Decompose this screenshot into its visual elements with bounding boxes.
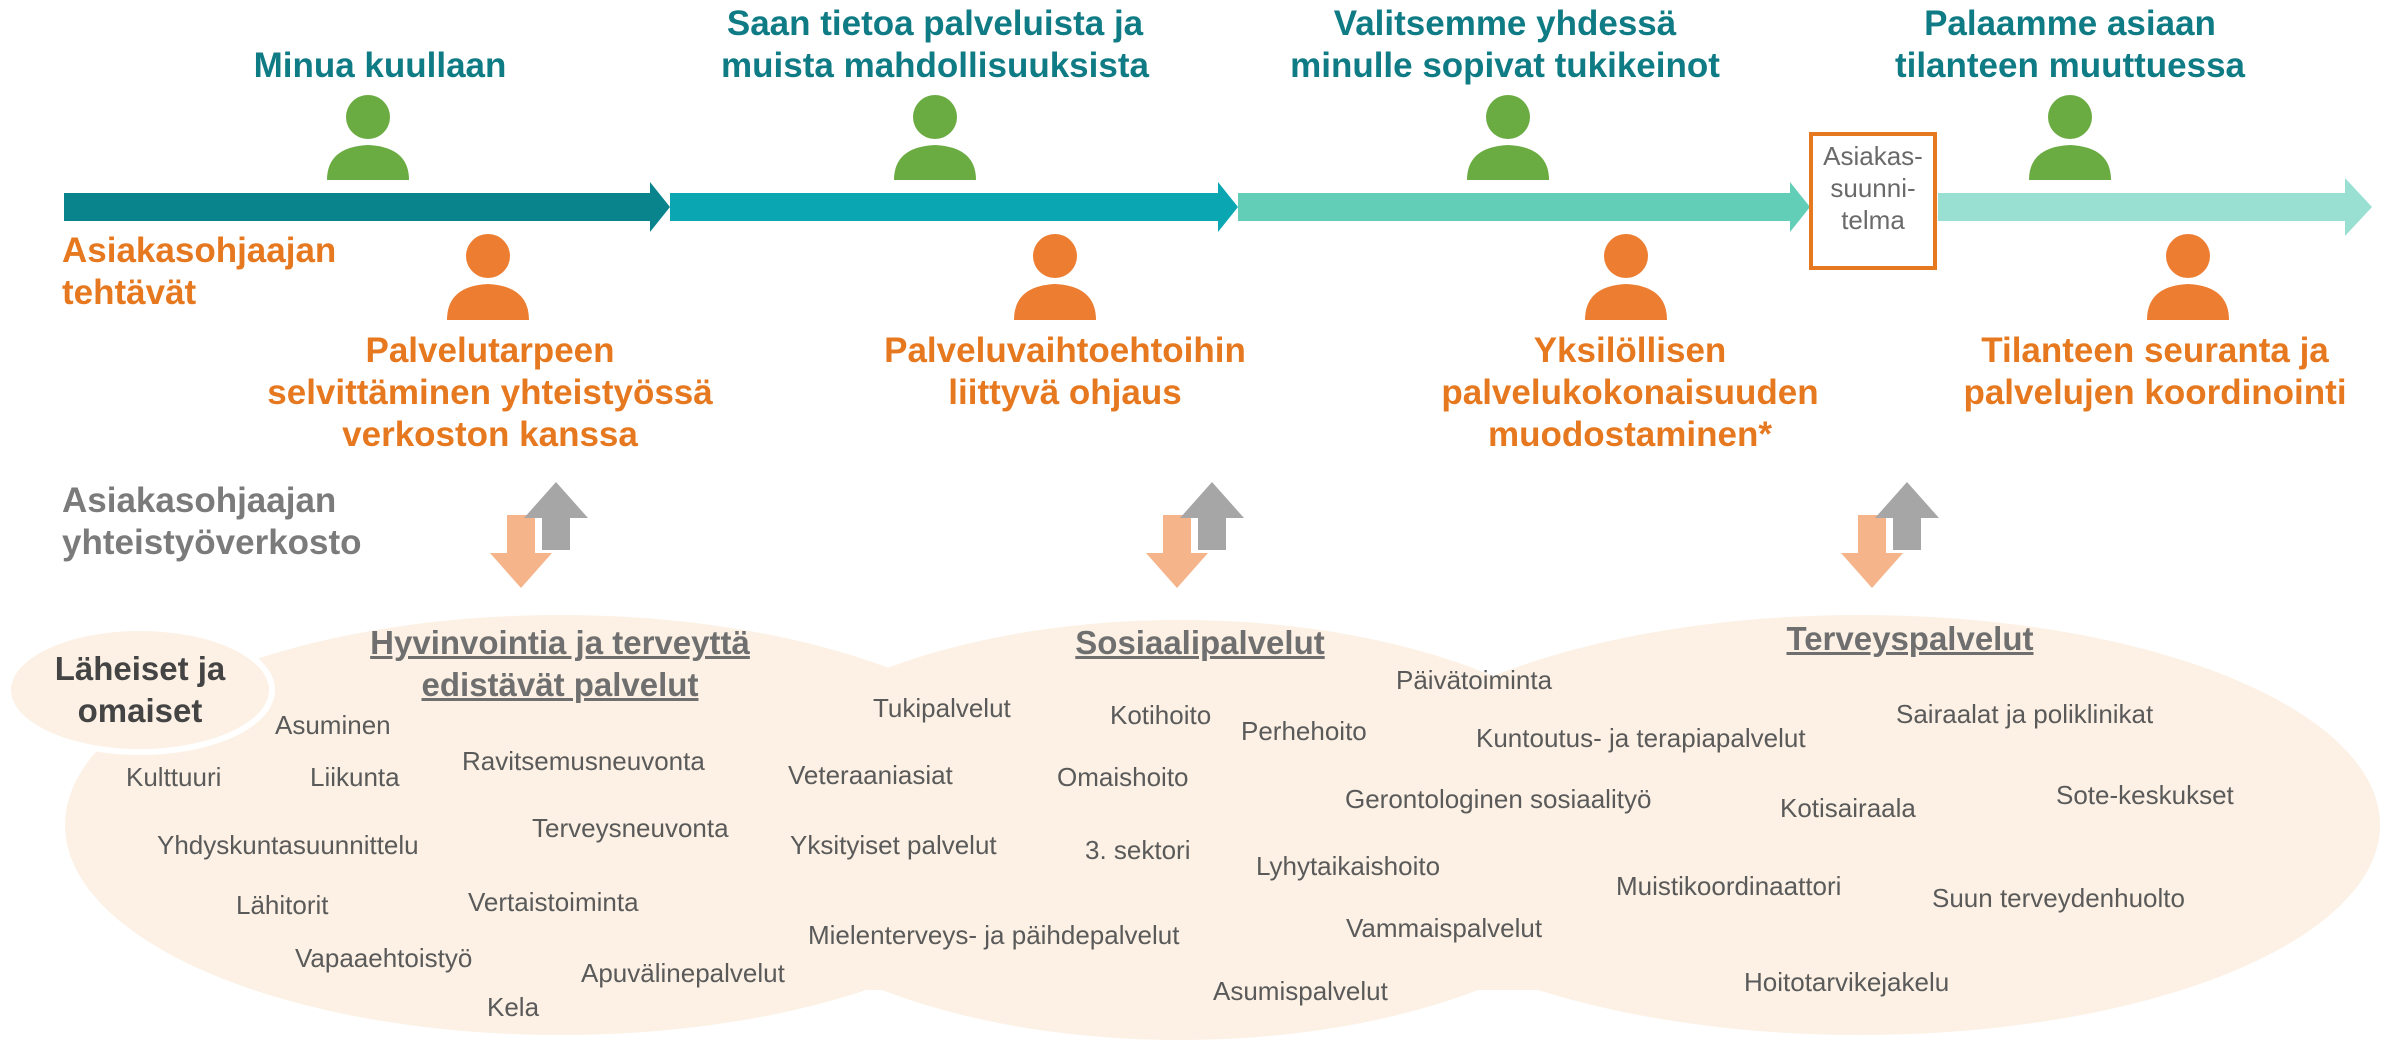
service-item: Lyhytaikaishoito xyxy=(1256,851,1441,881)
service-item: Lähitorit xyxy=(236,890,329,920)
up-arrow-icon xyxy=(1875,482,1939,550)
advisor-task-1: Palvelutarpeen selvittäminen yhteistyöss… xyxy=(267,331,713,454)
tasks-label: Asiakasohjaajan tehtävät xyxy=(62,231,337,312)
service-item: Sote-keskukset xyxy=(2056,780,2234,810)
service-item: Kotihoito xyxy=(1110,700,1212,730)
client-plan-box: Asiakas- suunni- telma xyxy=(1809,132,1937,270)
service-item: Yksityiset palvelut xyxy=(790,830,997,860)
category-social-title: Sosiaalipalvelut xyxy=(1075,624,1325,661)
service-item: Perhehoito xyxy=(1241,716,1367,746)
advisor-person-icon-1 xyxy=(447,234,529,320)
stage-title-1: Minua kuullaan xyxy=(253,46,507,85)
service-item: Mielenterveys- ja päihdepalvelut xyxy=(808,920,1180,950)
stage-title-2: Saan tietoa palveluista ja muista mahdol… xyxy=(721,4,1149,85)
stage-title-4: Palaamme asiaan tilanteen muuttuessa xyxy=(1894,4,2246,85)
service-item: Hoitotarvikejakelu xyxy=(1744,967,1950,997)
down-arrow-icon xyxy=(1146,515,1208,588)
category-health-title: Terveyspalvelut xyxy=(1786,620,2034,657)
exchange-arrows-1 xyxy=(490,482,588,588)
service-item: Omaishoito xyxy=(1057,762,1189,792)
advisor-person-icon-3 xyxy=(1585,234,1667,320)
service-item: Ravitsemusneuvonta xyxy=(462,746,705,776)
service-item: Tukipalvelut xyxy=(873,693,1011,723)
down-arrow-icon xyxy=(1841,515,1903,588)
service-item: 3. sektori xyxy=(1085,835,1191,865)
service-item: Veteraaniasiat xyxy=(788,760,953,790)
service-item: Asuminen xyxy=(275,710,391,740)
client-person-icon-3 xyxy=(1467,95,1549,180)
stage-title-3: Valitsemme yhdessä minulle sopivat tukik… xyxy=(1290,4,1720,85)
advisor-task-2: Palveluvaihtoehtoihin liittyvä ohjaus xyxy=(884,331,1246,412)
service-item: Päivätoiminta xyxy=(1396,665,1553,695)
service-item: Suun terveydenhuolto xyxy=(1932,883,2185,913)
client-person-icon-2 xyxy=(894,95,976,180)
service-item: Yhdyskuntasuunnittelu xyxy=(157,830,419,860)
timeline-segment-2 xyxy=(670,182,1238,232)
client-person-icon-1 xyxy=(327,95,409,180)
exchange-arrows-3 xyxy=(1841,482,1939,588)
service-item: Vammaispalvelut xyxy=(1346,913,1543,943)
up-arrow-icon xyxy=(524,482,588,550)
services-cloud xyxy=(65,615,2380,1040)
timeline-segment-4 xyxy=(1938,178,2372,236)
service-item: Asumispalvelut xyxy=(1213,976,1388,1006)
advisor-task-4: Tilanteen seuranta ja palvelujen koordin… xyxy=(1963,331,2347,412)
service-item: Kuntoutus- ja terapiapalvelut xyxy=(1476,723,1806,753)
exchange-arrows-2 xyxy=(1146,482,1244,588)
service-item: Kotisairaala xyxy=(1780,793,1916,823)
timeline-segment-1 xyxy=(64,182,670,232)
service-item: Vapaaehtoistyö xyxy=(295,943,473,973)
up-arrow-icon xyxy=(1180,482,1244,550)
service-item: Gerontologinen sosiaalityö xyxy=(1345,784,1652,814)
service-item: Apuvälinepalvelut xyxy=(581,958,785,988)
service-item: Muistikoordinaattori xyxy=(1616,871,1842,901)
category-wellbeing-title: Hyvinvointia ja terveyttä edistävät palv… xyxy=(370,624,750,703)
service-item: Vertaistoiminta xyxy=(468,887,639,917)
service-item: Liikunta xyxy=(310,762,400,792)
advisor-person-icon-2 xyxy=(1014,234,1096,320)
service-item: Kela xyxy=(487,992,540,1022)
service-item: Sairaalat ja poliklinikat xyxy=(1896,699,2154,729)
advisor-task-3: Yksilöllisen palvelukokonaisuuden muodos… xyxy=(1441,331,1819,454)
family-label: Läheiset ja omaiset xyxy=(54,650,226,729)
network-label: Asiakasohjaajan yhteistyöverkosto xyxy=(62,481,362,562)
service-item: Terveysneuvonta xyxy=(532,813,729,843)
client-person-icon-4 xyxy=(2029,95,2111,180)
down-arrow-icon xyxy=(490,515,552,588)
advisor-person-icon-4 xyxy=(2147,234,2229,320)
timeline-segment-3 xyxy=(1238,182,1810,232)
family-bubble xyxy=(5,625,275,755)
service-item: Kulttuuri xyxy=(126,762,222,792)
timeline-arrow xyxy=(64,178,2372,236)
